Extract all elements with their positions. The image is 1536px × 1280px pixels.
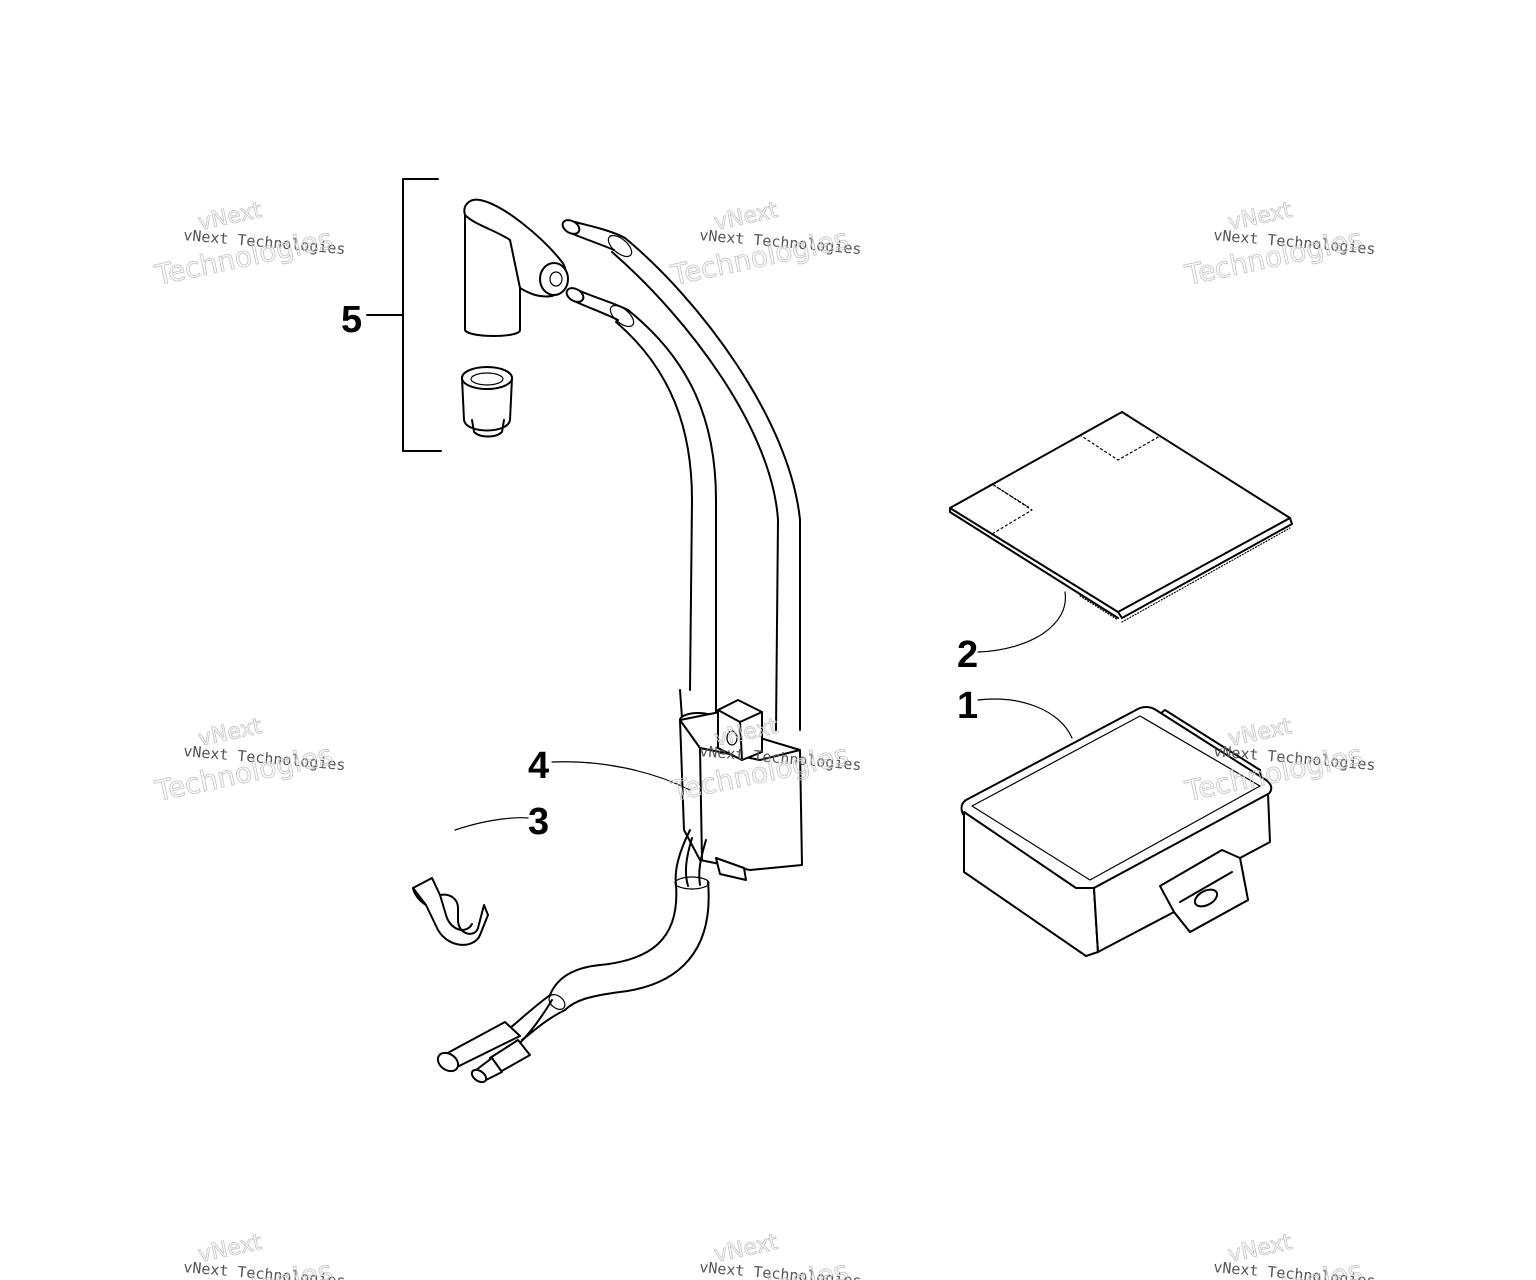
- callout-3: 3: [528, 801, 549, 843]
- leader-4: [551, 761, 691, 791]
- watermark: vNext vNext Technologies Technologies: [151, 198, 346, 293]
- clip-part: [412, 817, 529, 946]
- callout-2: 2: [957, 634, 978, 676]
- watermark: vNext vNext Technologies Technologies: [151, 1230, 346, 1280]
- callout-4: 4: [528, 745, 549, 787]
- decal-part: [949, 411, 1293, 653]
- watermark: vNext vNext Technologies Technologies: [1181, 198, 1376, 293]
- spark-plug-cap-part: [366, 178, 569, 452]
- watermark: vNext vNext Technologies Technologies: [667, 198, 862, 293]
- callouts: 5 2 1 4 3: [341, 299, 978, 843]
- watermark: vNext vNext Technologies Technologies: [151, 714, 346, 809]
- callout-1: 1: [957, 685, 978, 727]
- ignition-coil-part: [436, 219, 803, 1084]
- cdi-module-part: [960, 698, 1273, 957]
- watermark: vNext vNext Technologies Technologies: [667, 1230, 862, 1280]
- watermark: vNext vNext Technologies Technologies: [1181, 1230, 1376, 1280]
- callout-5: 5: [341, 299, 362, 341]
